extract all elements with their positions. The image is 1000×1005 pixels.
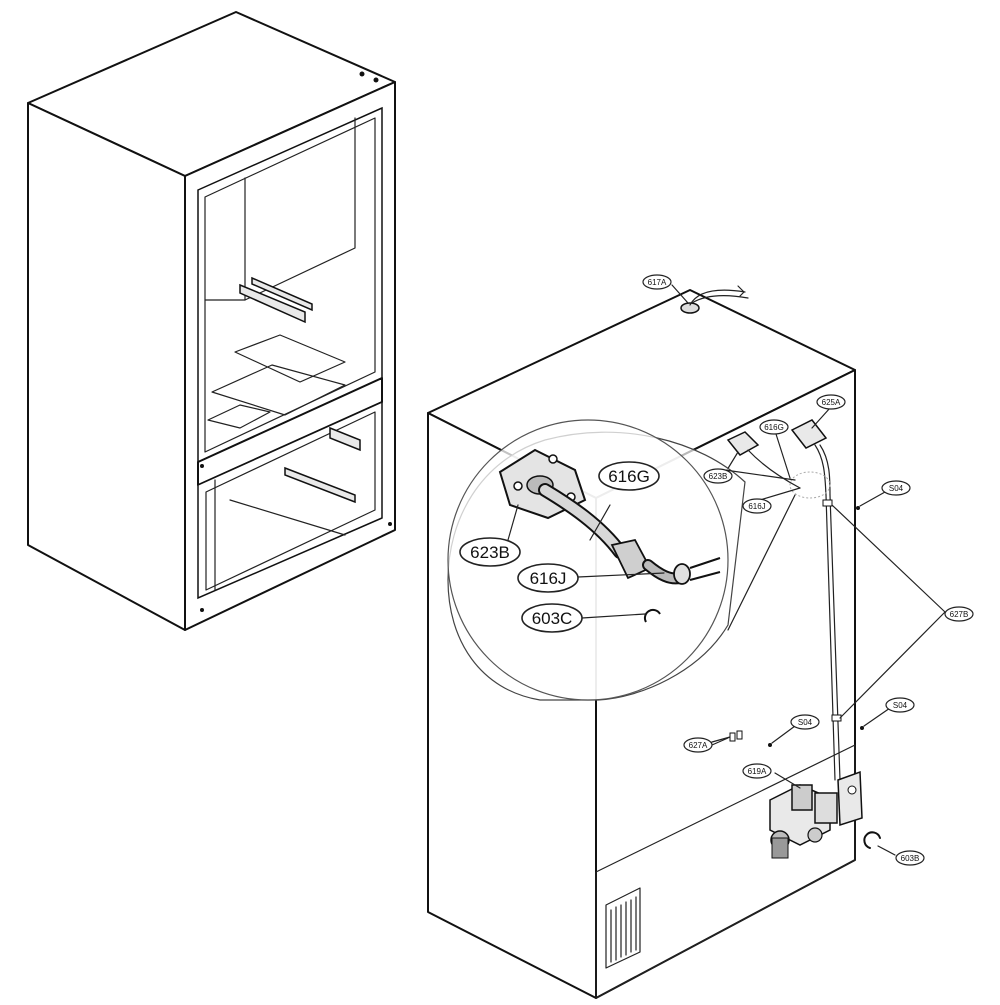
svg-text:627B: 627B [950, 610, 969, 619]
svg-text:623B: 623B [709, 472, 728, 481]
callout-s04-mid: S04 [885, 697, 915, 713]
svg-text:616J: 616J [530, 569, 567, 588]
water-line-assembly [711, 419, 881, 859]
svg-text:S04: S04 [893, 701, 908, 710]
detail-callout-603c: 603C [521, 603, 583, 633]
svg-text:627A: 627A [689, 741, 708, 750]
callout-619a: 619A [742, 763, 772, 779]
callout-623b: 623B [703, 468, 733, 484]
callout-625a: 625A [816, 394, 846, 410]
clip-603c-detail [643, 608, 661, 623]
svg-text:603C: 603C [532, 609, 573, 628]
detail-callout-616g: 616G [598, 461, 660, 491]
tube-616g-detail [538, 483, 721, 585]
svg-text:616G: 616G [764, 423, 784, 432]
svg-text:616J: 616J [748, 502, 765, 511]
vent-grille [605, 887, 641, 969]
svg-text:S04: S04 [798, 718, 813, 727]
callout-617a: 617A [642, 274, 672, 290]
callout-616j: 616J [742, 498, 772, 514]
svg-text:603B: 603B [901, 854, 920, 863]
grommet-617a [680, 285, 749, 314]
svg-text:617A: 617A [648, 278, 667, 287]
callout-s04-low: S04 [790, 714, 820, 730]
callout-627a: 627A [683, 737, 713, 753]
detail-callout-616j: 616J [517, 563, 579, 593]
callout-627b: 627B [944, 606, 974, 622]
callout-s04-top: S04 [881, 480, 911, 496]
svg-text:625A: 625A [822, 398, 841, 407]
svg-text:S04: S04 [889, 484, 904, 493]
svg-text:616G: 616G [608, 467, 650, 486]
detail-callout-623b: 623B [459, 537, 521, 567]
callout-616g: 616G [759, 419, 789, 435]
refrigerator-cabinet-front [27, 11, 396, 631]
detail-magnifier [447, 419, 796, 701]
svg-text:623B: 623B [470, 543, 510, 562]
callout-603b: 603B [895, 850, 925, 866]
leader-lines [671, 284, 946, 856]
svg-text:619A: 619A [748, 767, 767, 776]
